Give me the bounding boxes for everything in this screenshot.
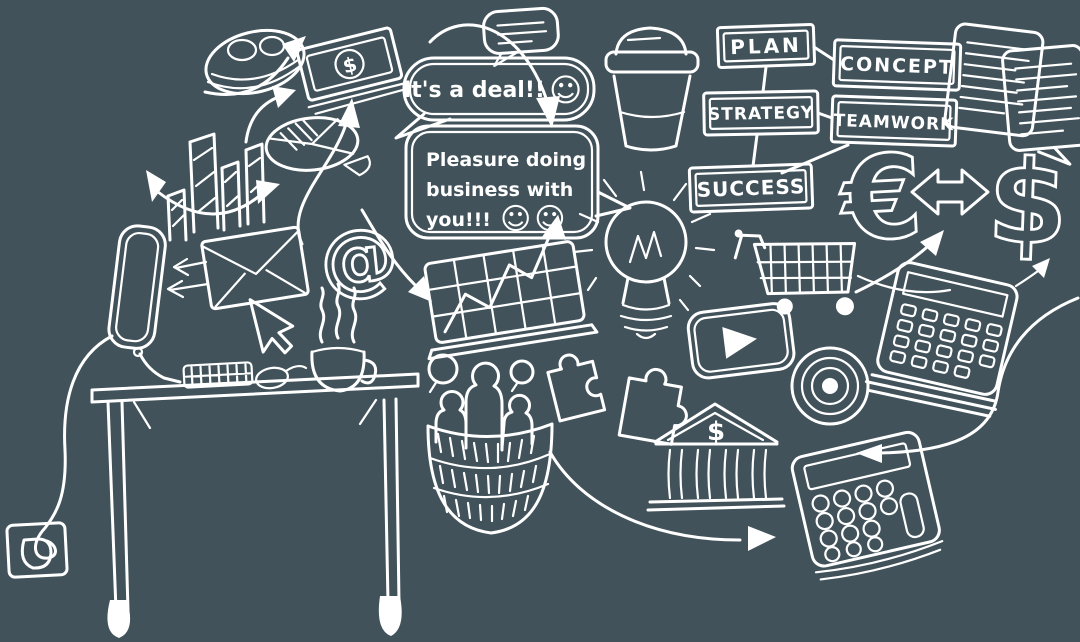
cursor-icon — [248, 298, 295, 355]
calculator-icon — [790, 430, 944, 581]
person-silhouette — [464, 361, 504, 452]
pleasure-line1: Pleasure doing — [426, 149, 586, 171]
flowchart: PLAN CONCEPT STRATEGY TEAMWORK SUCCESS — [687, 22, 963, 214]
bar-chart-icon — [146, 132, 280, 242]
flowchart-box-success: SUCCESS — [687, 162, 815, 214]
lightbulb-rays — [572, 170, 716, 312]
envelope-icon — [200, 225, 310, 311]
bottom-arrow — [548, 450, 776, 551]
monitor-icon — [107, 224, 182, 384]
flowchart-box-plan: PLAN — [715, 22, 817, 70]
euro-symbol: € — [836, 130, 926, 268]
exchange-double-arrow-icon — [910, 168, 990, 216]
at-symbol: @ — [316, 210, 403, 308]
line-graph-icon — [423, 214, 599, 361]
shopping-cart-icon — [733, 229, 857, 316]
plan-label: PLAN — [730, 33, 802, 59]
arrow-to-dollar — [854, 230, 944, 294]
motion-arrows-icon — [166, 257, 210, 299]
arrow-up-right — [244, 86, 296, 144]
power-plug-icon — [5, 334, 114, 579]
bank-dollar-sign: $ — [707, 417, 725, 447]
small-arrow-ne — [1014, 258, 1050, 288]
deal-text: It's a deal!! — [403, 78, 545, 103]
bank-icon: $ — [646, 402, 786, 512]
pie-chart-icon — [264, 116, 371, 177]
target-icon — [790, 346, 870, 426]
dollar-symbol: $ — [986, 135, 1071, 272]
money-dollar-sign: $ — [340, 52, 359, 79]
coffee-cup-icon — [604, 26, 700, 152]
money-stack-icon: $ — [296, 26, 405, 115]
cart-connector-line — [856, 274, 952, 294]
puzzle-piece-icon — [617, 367, 688, 446]
currency-exchange: € $ — [834, 128, 1071, 273]
flowchart-box-concept: CONCEPT — [831, 38, 963, 92]
pleasure-line3: you!!! — [426, 209, 491, 231]
smiley-icon: ☺ — [549, 71, 582, 109]
flowchart-box-strategy: STRATEGY — [702, 89, 820, 137]
person-silhouette — [500, 393, 534, 450]
speech-bubble-pleasure: Pleasure doing business with you!!! ☺☺ — [404, 124, 632, 240]
strategy-label: STRATEGY — [708, 103, 814, 125]
puzzle-piece-icon — [546, 353, 607, 423]
keyboard-icon — [182, 361, 254, 389]
play-button-icon — [686, 302, 796, 380]
s-curve-arrow — [296, 98, 360, 246]
concept-label: CONCEPT — [840, 53, 955, 79]
speech-bubble-deal: It's a deal!! ☺ — [394, 56, 596, 140]
arrow-bubble-to-coffee — [428, 23, 560, 128]
desk — [90, 372, 420, 638]
success-label: SUCCESS — [696, 174, 805, 202]
coffee-cup-steam-icon — [310, 282, 378, 393]
pleasure-line2: business with — [426, 179, 573, 201]
lightbulb-icon — [572, 170, 716, 340]
flowchart-box-teamwork: TEAMWORK — [829, 94, 959, 148]
teamwork-label: TEAMWORK — [833, 111, 954, 135]
person-silhouette — [434, 390, 468, 448]
adding-machine-icon — [864, 261, 1019, 418]
documents-icon — [943, 22, 1080, 166]
mouse-icon — [255, 364, 308, 390]
basket-of-people-icon — [426, 353, 554, 535]
